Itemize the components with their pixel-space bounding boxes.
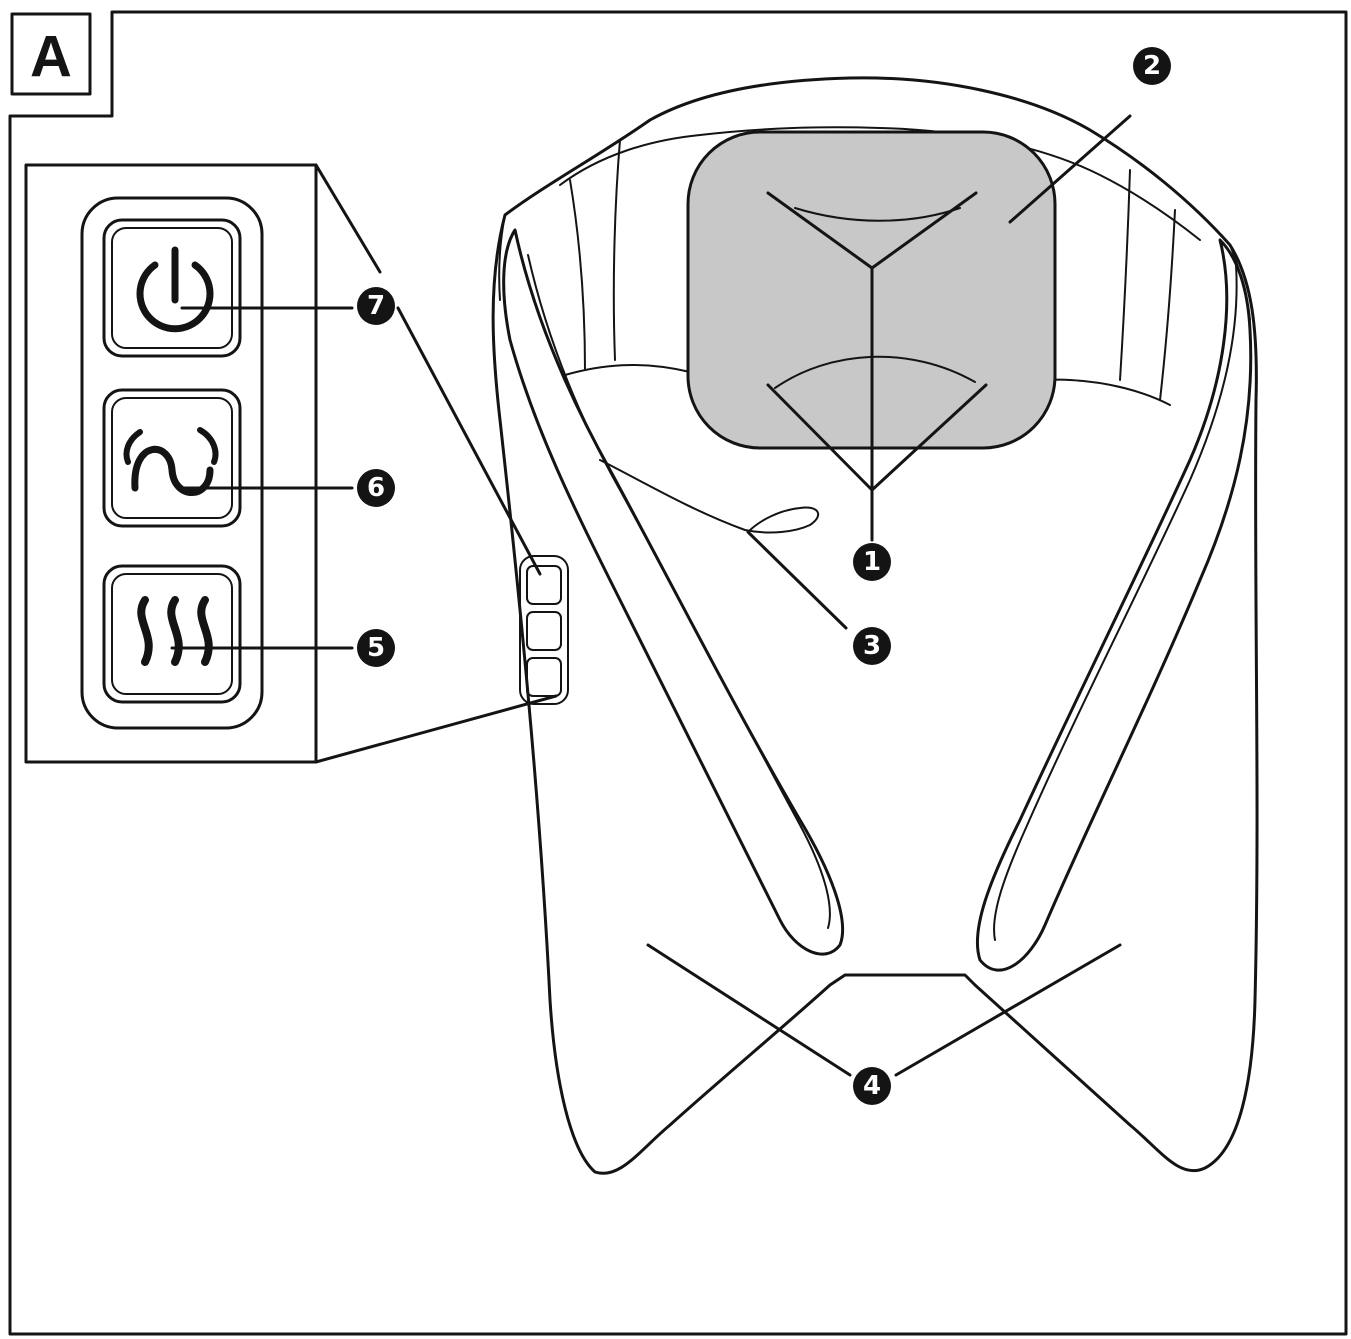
svg-text:2: 2: [1143, 51, 1161, 81]
svg-text:6: 6: [367, 473, 385, 503]
callout-1: 1: [853, 543, 891, 581]
panel-letter: A: [30, 25, 72, 90]
callout-5: 5: [357, 629, 395, 667]
leader-lines: [170, 114, 1132, 1077]
left-strap-inner: [527, 254, 831, 929]
callout-7: 7: [357, 287, 395, 325]
control-cable: [599, 459, 820, 534]
mini-control-panel: [519, 555, 569, 705]
inset-panel: [24, 163, 558, 764]
figure-frame: [8, 10, 1348, 1336]
callout-badges: 1 2 3 4 5 6 7: [357, 47, 1171, 1105]
callout-3: 3: [853, 627, 891, 665]
callout-4: 4: [853, 1067, 891, 1105]
callout-2: 2: [1133, 47, 1171, 85]
pad-upper-node: [794, 207, 961, 222]
callout-6: 6: [357, 469, 395, 507]
svg-text:5: 5: [367, 633, 385, 663]
svg-text:1: 1: [863, 547, 881, 577]
power-icon: [136, 246, 214, 333]
right-strap: [975, 238, 1253, 972]
panel-letter-box: A: [10, 12, 92, 96]
power-button: [102, 218, 242, 358]
svg-text:3: 3: [863, 631, 881, 661]
heat-icon: [137, 596, 213, 666]
svg-text:4: 4: [863, 1071, 881, 1101]
svg-text:7: 7: [367, 291, 385, 321]
massage-icon: [123, 427, 219, 496]
massage-button: [102, 388, 242, 528]
heat-button: [102, 564, 242, 704]
right-strap-inner: [993, 264, 1238, 941]
